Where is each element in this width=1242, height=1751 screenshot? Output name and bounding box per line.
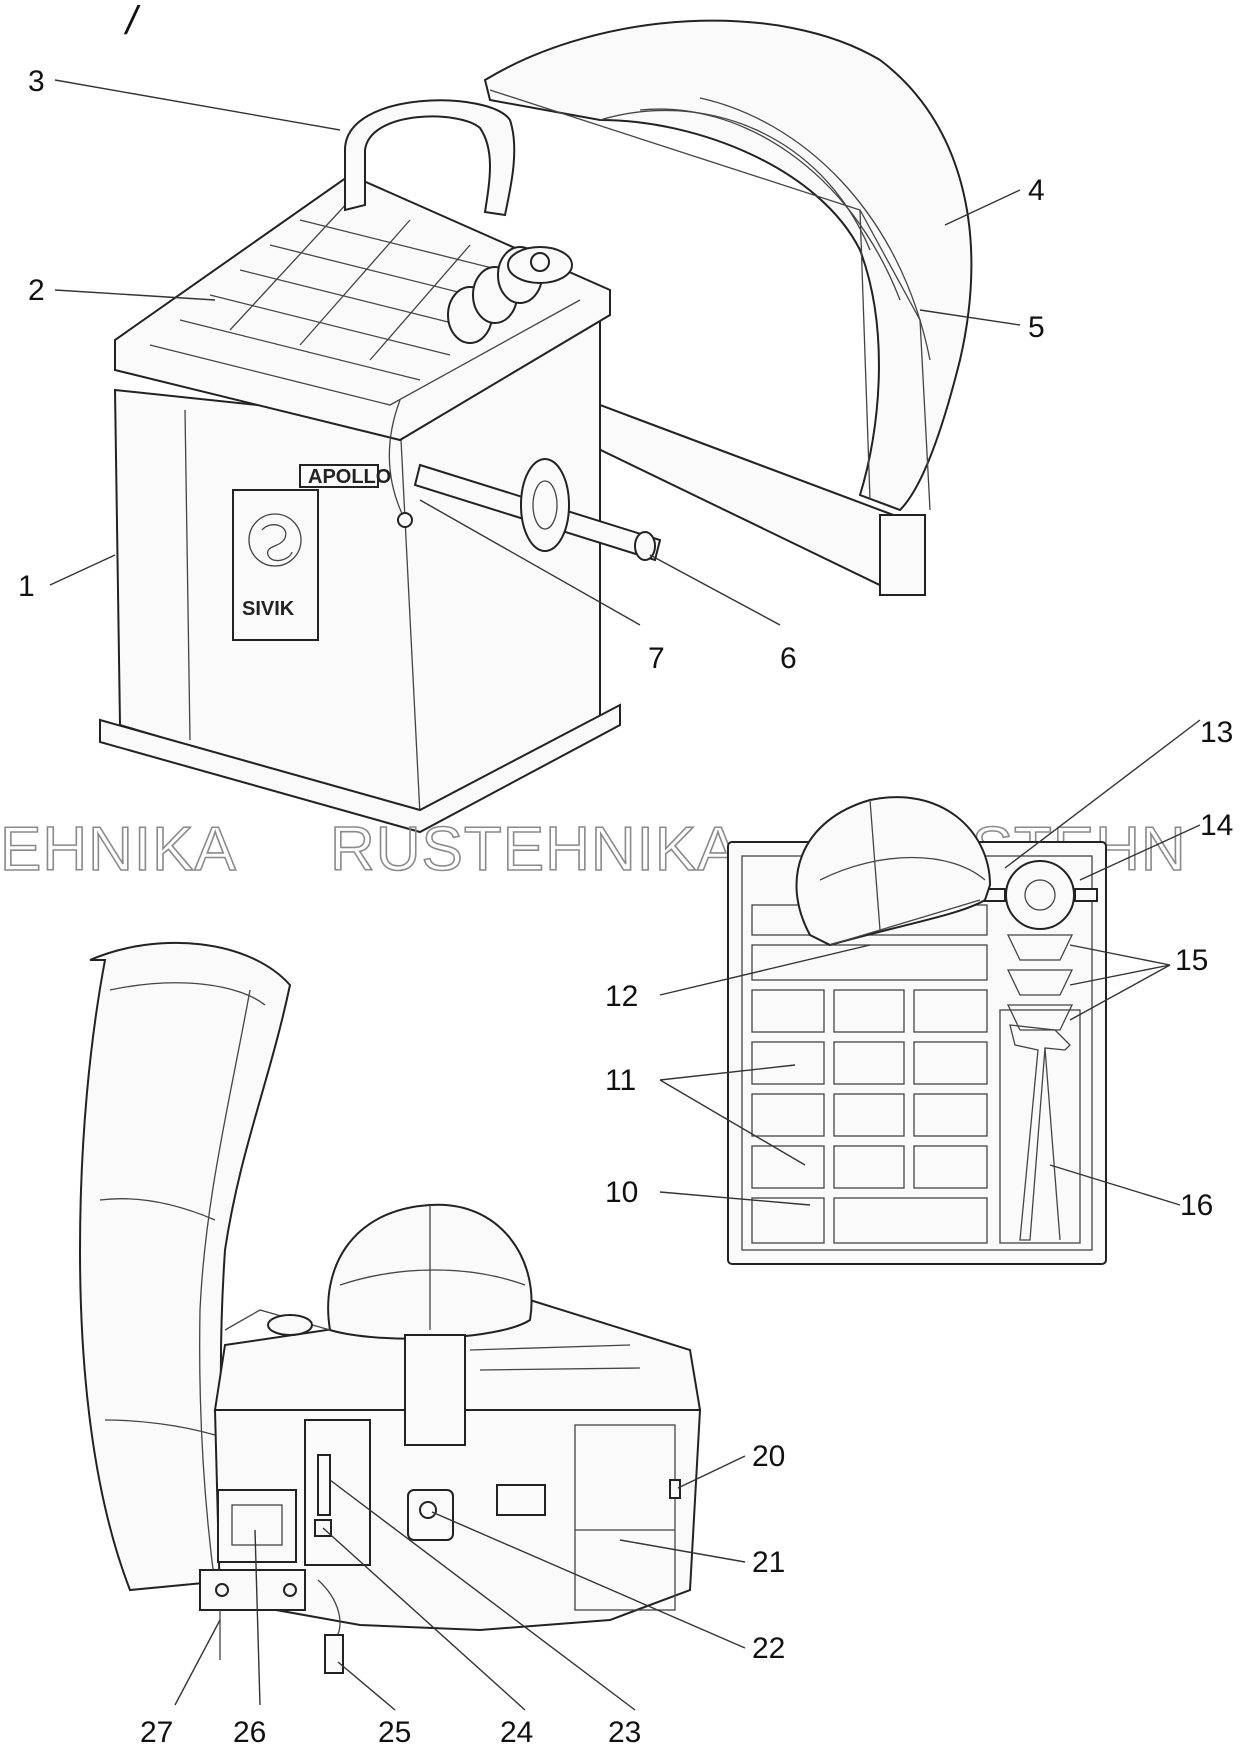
data-plate <box>496 1484 546 1516</box>
side-switch <box>669 1479 681 1499</box>
callout-label-7: 7 <box>648 642 665 675</box>
callout-label-14: 14 <box>1200 809 1233 842</box>
callout-lines-top <box>49 79 1021 626</box>
weight-pliers <box>1009 1024 1071 1241</box>
logo-emblem <box>248 513 302 567</box>
callout-label-2: 2 <box>28 274 45 307</box>
callout-label-27: 27 <box>140 1716 173 1749</box>
tray-hood <box>795 796 992 947</box>
machine-rear-view <box>78 941 702 1674</box>
callout-label-16: 16 <box>1180 1189 1213 1222</box>
callout-label-24: 24 <box>500 1716 533 1749</box>
callout-label-4: 4 <box>1028 174 1045 207</box>
display-screen <box>231 1504 283 1546</box>
hood-support <box>404 1334 466 1446</box>
logo-plate-text: SIVIK <box>242 598 295 620</box>
guard-pivot-block <box>879 514 926 596</box>
cabinet-base <box>99 703 621 834</box>
callout-label-13: 13 <box>1200 716 1233 749</box>
shaft-tip <box>634 531 656 561</box>
callout-label-23: 23 <box>608 1716 641 1749</box>
guard-frame <box>489 89 931 511</box>
callout-label-11: 11 <box>605 1064 636 1097</box>
callout-label-12: 12 <box>605 980 638 1013</box>
callout-label-20: 20 <box>752 1440 785 1473</box>
logo-plate <box>232 489 319 641</box>
watermark-2: RUSTEHNIKA <box>330 815 740 884</box>
callout-lines-bottom <box>174 1455 746 1711</box>
display-handle <box>344 99 516 217</box>
tool-tray-top <box>114 173 611 442</box>
distance-gauge-arm <box>388 399 406 521</box>
callout-label-3: 3 <box>28 65 45 98</box>
display-housing <box>217 1489 297 1563</box>
callout-label-21: 21 <box>752 1546 785 1579</box>
callout-label-1: 1 <box>18 570 35 603</box>
callout-labels: 3 2 1 4 5 6 7 13 14 15 12 11 10 16 20 21… <box>18 65 1233 1749</box>
callout-label-5: 5 <box>1028 311 1045 344</box>
model-plate <box>299 464 379 488</box>
callout-lines-tray <box>659 719 1201 1206</box>
callout-label-15: 15 <box>1175 944 1208 977</box>
model-plate-text: APOLLO <box>308 466 391 488</box>
callout-label-25: 25 <box>378 1716 411 1749</box>
wheel-guard-hood <box>483 19 973 512</box>
tray-detail-view <box>727 796 1107 1265</box>
serial-port <box>317 1454 331 1516</box>
quick-nut <box>1005 860 1075 930</box>
callout-label-10: 10 <box>605 1176 638 1209</box>
watermark-1: EHNIKA <box>0 815 237 884</box>
header-mark: / <box>123 0 141 43</box>
machine-front-view: APOLLO SIVIK <box>99 19 973 834</box>
callout-label-26: 26 <box>233 1716 266 1749</box>
connector-panel <box>304 1419 371 1566</box>
callout-label-22: 22 <box>752 1632 785 1665</box>
shaft-flange <box>520 458 570 552</box>
callout-label-6: 6 <box>780 642 797 675</box>
rear-door <box>574 1424 676 1611</box>
sensor-plug <box>324 1634 344 1674</box>
